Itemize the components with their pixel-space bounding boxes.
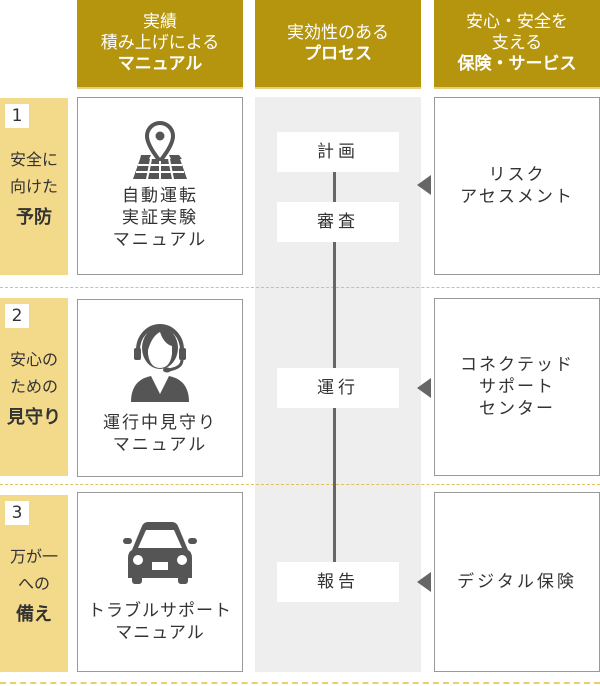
row-number: 1 bbox=[5, 104, 29, 128]
service-text: コネクテッド bbox=[460, 355, 574, 375]
manual-text: マニュアル bbox=[112, 230, 208, 250]
header-process: 実効性のある プロセス bbox=[255, 0, 421, 89]
manual-box-3: トラブルサポート マニュアル bbox=[77, 492, 243, 672]
row-number: 3 bbox=[5, 501, 29, 525]
row-divider bbox=[0, 287, 600, 288]
header-line: 実効性のある bbox=[287, 22, 389, 43]
row-label-bold: 備え bbox=[16, 604, 52, 625]
manual-box-2: 運行中見守り マニュアル bbox=[77, 299, 243, 477]
row-label-2: 2 安心のための見守り bbox=[0, 298, 68, 476]
service-text: アセスメント bbox=[460, 187, 574, 207]
service-box-3: デジタル保険 bbox=[434, 492, 600, 672]
header-line: 安心・安全を bbox=[466, 12, 568, 32]
header-bold: プロセス bbox=[304, 43, 372, 64]
service-text: リスク bbox=[488, 165, 546, 185]
header-bold: 保険・サービス bbox=[457, 54, 577, 74]
header-line: 積み上げによる bbox=[100, 33, 220, 53]
manual-text: 運行中見守り bbox=[103, 413, 217, 433]
header-bold: マニュアル bbox=[117, 54, 203, 74]
row-divider bbox=[0, 484, 600, 485]
process-step-report: 報告 bbox=[277, 562, 399, 602]
row-label-line: 向けた bbox=[9, 177, 58, 196]
row-divider bbox=[0, 682, 600, 684]
manual-text: マニュアル bbox=[112, 435, 208, 455]
manual-text: 自動運転 bbox=[122, 186, 198, 206]
process-step-plan: 計画 bbox=[277, 132, 399, 172]
row-label-line: ための bbox=[9, 377, 58, 396]
service-text: サポート bbox=[479, 377, 555, 397]
row-label-bold: 見守り bbox=[7, 407, 61, 428]
header-service: 安心・安全を 支える 保険・サービス bbox=[434, 0, 600, 89]
row-label-3: 3 万が一への備え bbox=[0, 495, 68, 672]
arrow-left-icon bbox=[417, 175, 431, 195]
manual-text: トラブルサポート bbox=[88, 601, 232, 621]
process-step-operation: 運行 bbox=[277, 368, 399, 408]
car-icon bbox=[123, 522, 197, 584]
service-box-1: リスク アセスメント bbox=[434, 97, 600, 275]
row-number: 2 bbox=[5, 304, 29, 328]
service-text: センター bbox=[479, 399, 555, 419]
row-label-bold: 予防 bbox=[16, 207, 52, 228]
row-label-1: 1 安全に向けた予防 bbox=[0, 98, 68, 275]
header-manual: 実績 積み上げによる マニュアル bbox=[77, 0, 243, 89]
operator-headset-icon bbox=[131, 324, 189, 402]
row-label-line: 安全に bbox=[9, 150, 58, 169]
arrow-left-icon bbox=[417, 378, 431, 398]
process-step-review: 審査 bbox=[277, 202, 399, 242]
map-pin-icon bbox=[133, 121, 187, 180]
service-box-2: コネクテッド サポート センター bbox=[434, 298, 600, 476]
header-line: 支える bbox=[491, 33, 543, 53]
service-text: デジタル保険 bbox=[457, 572, 577, 592]
manual-text: 実証実験 bbox=[122, 208, 198, 228]
row-label-line: 万が一 bbox=[9, 547, 58, 566]
manual-text: マニュアル bbox=[115, 623, 205, 643]
manual-box-1: 自動運転 実証実験 マニュアル bbox=[77, 97, 243, 275]
row-label-line: への bbox=[17, 574, 50, 593]
row-label-line: 安心の bbox=[9, 350, 58, 369]
header-line: 実績 bbox=[143, 12, 177, 32]
arrow-left-icon bbox=[417, 572, 431, 592]
